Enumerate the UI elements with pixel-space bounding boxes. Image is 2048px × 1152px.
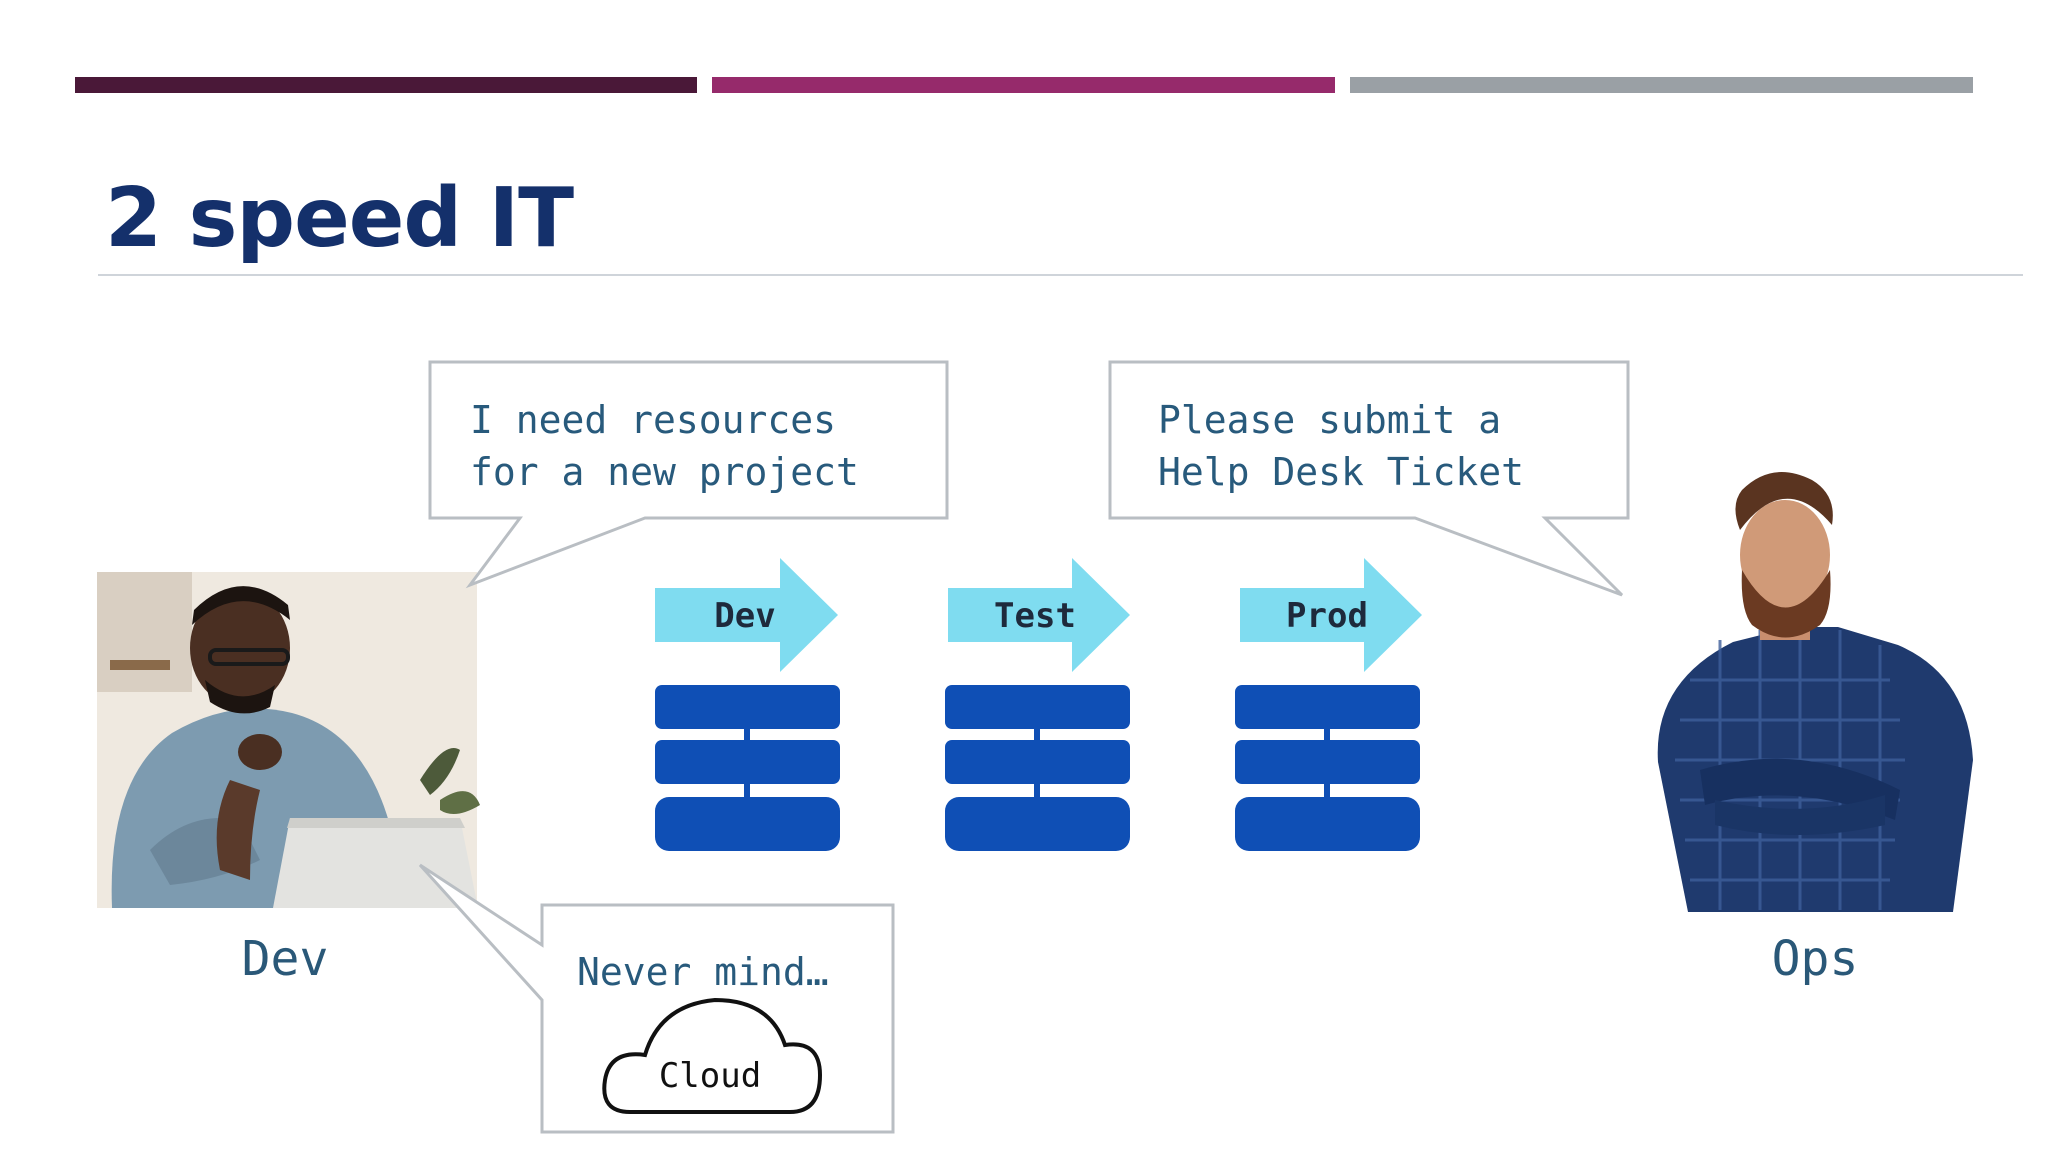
accent-bar-gray <box>1350 77 1973 93</box>
slide-title: 2 speed IT <box>105 171 574 266</box>
stage-label-prod: Prod <box>1286 596 1368 636</box>
ops-person-photo <box>1657 472 1973 912</box>
arrow-shape <box>655 558 838 672</box>
speech-bubble-dev: I need resources for a new project <box>428 360 949 589</box>
bubble-dev-line2: for a new project <box>470 450 859 494</box>
stage-label-test: Test <box>994 596 1076 636</box>
cloud-icon <box>602 997 823 1114</box>
stage-label-dev: Dev <box>714 596 775 636</box>
speech-bubble-ops: Please submit a Help Desk Ticket <box>1108 360 1630 597</box>
arrow-shape <box>1240 558 1422 672</box>
bubble-dev-line1: I need resources <box>470 398 836 442</box>
developer-photo <box>97 572 480 908</box>
cloud-label: Cloud <box>659 1056 761 1096</box>
role-label-dev: Dev <box>242 931 329 987</box>
bubble-never-mind-text: Never mind… <box>577 950 829 994</box>
stage-dev: Dev <box>655 558 838 672</box>
accent-bar-plum <box>75 77 697 93</box>
role-label-ops: Ops <box>1772 931 1859 987</box>
speech-bubble-never-mind: Never mind… Cloud <box>418 863 895 1134</box>
accent-bar-magenta <box>712 77 1335 93</box>
arrow-shape <box>948 558 1130 672</box>
bubble-ops-line1: Please submit a <box>1158 398 1501 442</box>
server-stack-prod-icon <box>1235 685 1420 851</box>
server-stack-test-icon <box>945 685 1130 851</box>
bubble-ops-line2: Help Desk Ticket <box>1158 450 1524 494</box>
title-divider <box>98 274 2023 276</box>
stage-test: Test <box>948 558 1130 672</box>
stage-prod: Prod <box>1240 558 1422 672</box>
server-stack-dev-icon <box>655 685 840 851</box>
